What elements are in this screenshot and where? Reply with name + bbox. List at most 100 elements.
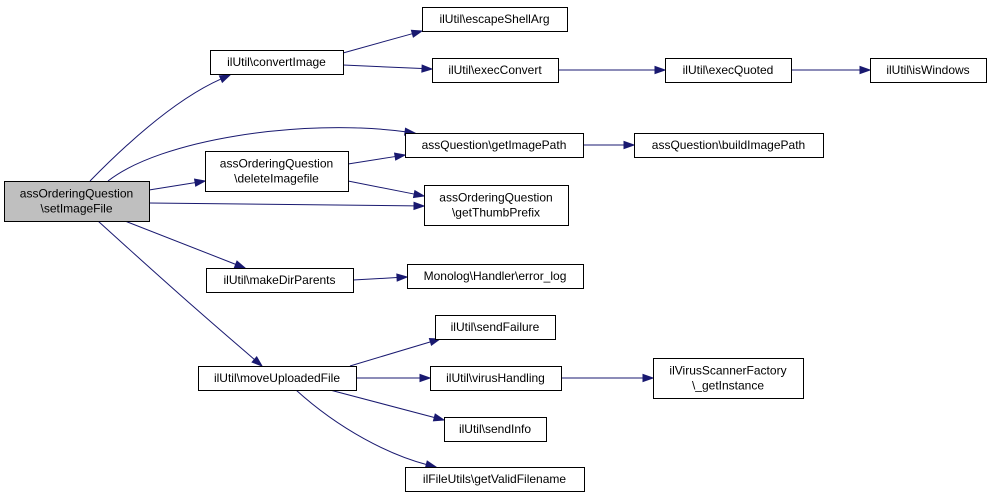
node-getValidFilename[interactable]: ilFileUtils\getValidFilename (405, 467, 585, 492)
edge-execConvert-to-execQuoted (558, 65, 667, 75)
node-buildImagePath[interactable]: assQuestion\buildImagePath (634, 133, 824, 158)
node-label: assQuestion\buildImagePath (652, 138, 805, 152)
arrowhead-icon (623, 140, 636, 150)
node-sendInfo[interactable]: ilUtil\sendInfo (444, 417, 547, 442)
arrowhead-icon (419, 373, 432, 383)
edge-line (295, 389, 427, 465)
edge-virusHandling-to-virusScannerFactory (561, 373, 655, 383)
node-virusHandling[interactable]: ilUtil\virusHandling (430, 366, 562, 391)
node-label: ilUtil\isWindows (886, 63, 969, 77)
edge-line (107, 127, 406, 182)
node-label: assOrderingQuestion (220, 157, 333, 171)
node-box (653, 358, 804, 399)
node-box (407, 264, 584, 289)
node-moveUploadedFile[interactable]: ilUtil\moveUploadedFile (198, 366, 357, 391)
node-getThumbPrefix[interactable]: assOrderingQuestion\getThumbPrefix (424, 185, 569, 226)
edge-line (347, 180, 415, 195)
arrowhead-icon (642, 373, 655, 383)
node-makeDirParents[interactable]: ilUtil\makeDirParents (206, 268, 354, 293)
node-box (424, 185, 569, 226)
node-box (870, 58, 987, 83)
node-label: ilUtil\sendFailure (451, 320, 540, 334)
edge-deleteImagefile-to-getImagePath (347, 152, 407, 165)
edge-line (148, 202, 415, 207)
edge-execQuoted-to-isWindows (791, 65, 872, 75)
arrowhead-icon (396, 273, 409, 282)
edge-root-to-convertImage (89, 74, 232, 182)
node-deleteImagefile[interactable]: assOrderingQuestion\deleteImagefile (205, 151, 349, 192)
node-box (435, 315, 556, 340)
arrowhead-icon (432, 413, 446, 422)
node-label: ilUtil\convertImage (227, 55, 326, 69)
node-label: ilUtil\moveUploadedFile (214, 371, 340, 385)
node-isWindows[interactable]: ilUtil\isWindows (870, 58, 987, 83)
edge-convertImage-to-escapeShellArg (342, 29, 424, 54)
node-execQuoted[interactable]: ilUtil\execQuoted (665, 58, 792, 83)
arrowhead-icon (424, 460, 438, 469)
node-label: ilUtil\makeDirParents (223, 273, 335, 287)
node-label: assOrderingQuestion (439, 191, 552, 205)
edge-deleteImagefile-to-getThumbPrefix (347, 180, 426, 199)
node-box (405, 133, 584, 158)
edge-convertImage-to-execConvert (342, 64, 434, 73)
node-root[interactable]: assOrderingQuestion\setImageFile (4, 181, 150, 222)
node-box (210, 50, 344, 75)
edge-line (352, 277, 398, 281)
edge-line (124, 220, 236, 265)
edge-root-to-deleteImagefile (148, 178, 207, 191)
edge-line (347, 156, 396, 165)
node-escapeShellArg[interactable]: ilUtil\escapeShellArg (422, 7, 568, 32)
arrowhead-icon (251, 355, 264, 367)
edge-line (329, 389, 435, 418)
arrowhead-icon (412, 189, 426, 199)
edge-line (97, 220, 255, 360)
node-label: ilUtil\execConvert (448, 63, 542, 77)
node-label: assQuestion\getImagePath (422, 138, 567, 152)
node-label: ilUtil\virusHandling (446, 371, 545, 385)
call-edges (89, 29, 872, 469)
edge-line (89, 78, 222, 182)
arrowhead-icon (421, 64, 434, 73)
arrowhead-icon (218, 74, 232, 84)
node-label: ilUtil\escapeShellArg (439, 12, 549, 26)
node-box (444, 417, 547, 442)
arrowhead-icon (413, 201, 426, 211)
edge-line (349, 341, 431, 367)
edge-moveUploadedFile-to-sendInfo (329, 389, 446, 422)
node-virusScannerFactory[interactable]: ilVirusScannerFactory\_getInstance (653, 358, 804, 399)
edge-root-to-makeDirParents (124, 220, 247, 269)
node-sendFailure[interactable]: ilUtil\sendFailure (435, 315, 556, 340)
edge-moveUploadedFile-to-getValidFilename (295, 389, 438, 469)
arrowhead-icon (233, 260, 247, 269)
node-box (4, 181, 150, 222)
edge-line (342, 33, 413, 54)
node-box (665, 58, 792, 83)
node-label: \_getInstance (692, 379, 764, 393)
node-label: ilUtil\sendInfo (459, 422, 531, 436)
node-errorLog[interactable]: Monolog\Handler\error_log (407, 264, 584, 289)
arrowhead-icon (654, 65, 667, 75)
node-label: \deleteImagefile (234, 172, 319, 186)
node-box (198, 366, 357, 391)
edge-root-to-moveUploadedFile (97, 220, 264, 367)
edge-line (342, 64, 423, 70)
node-label: \getThumbPrefix (452, 206, 540, 220)
node-box (634, 133, 824, 158)
node-getImagePath[interactable]: assQuestion\getImagePath (405, 133, 584, 158)
arrowhead-icon (393, 152, 407, 161)
node-box (205, 151, 349, 192)
edge-getImagePath-to-buildImagePath (583, 140, 636, 150)
node-box (432, 58, 559, 83)
arrowhead-icon (428, 337, 442, 347)
node-execConvert[interactable]: ilUtil\execConvert (432, 58, 559, 83)
function-nodes: assOrderingQuestion\setImageFile ilUtil\c… (4, 7, 987, 492)
node-box (430, 366, 562, 391)
edge-moveUploadedFile-to-sendFailure (349, 337, 442, 367)
node-convertImage[interactable]: ilUtil\convertImage (210, 50, 344, 75)
arrowhead-icon (859, 65, 872, 75)
edge-makeDirParents-to-errorLog (352, 273, 409, 282)
node-label: ilFileUtils\getValidFilename (423, 472, 566, 486)
arrowhead-icon (193, 178, 207, 187)
node-label: assOrderingQuestion (20, 187, 133, 201)
